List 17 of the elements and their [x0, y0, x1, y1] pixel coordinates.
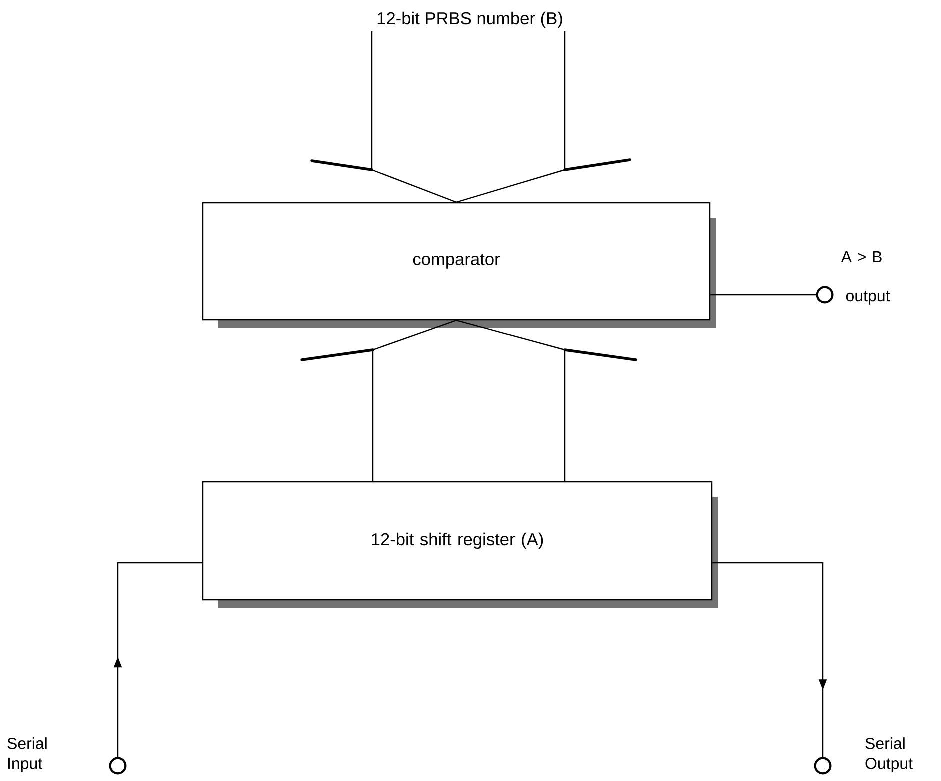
arrow: [114, 562, 202, 758]
terminal-label: output: [846, 291, 890, 305]
connector-line: [456, 320, 566, 482]
block-box: comparator: [202, 202, 716, 328]
connector-line: [372, 320, 457, 482]
terminal-label: Serial Input: [8, 738, 47, 772]
bus-label: 12-bit PRBS number (B): [378, 12, 562, 28]
connector-line: [456, 31, 566, 203]
terminal-circle: [816, 286, 834, 304]
terminal-circle: [109, 757, 127, 775]
connector-line: [371, 31, 457, 203]
terminal-label: Serial Output: [866, 738, 913, 772]
terminal-label: A > B: [841, 252, 882, 262]
block-box: 12-bit shift register (A): [202, 481, 718, 608]
connector-line: [710, 294, 816, 296]
arrow: [712, 562, 828, 758]
terminal-circle: [814, 757, 832, 775]
